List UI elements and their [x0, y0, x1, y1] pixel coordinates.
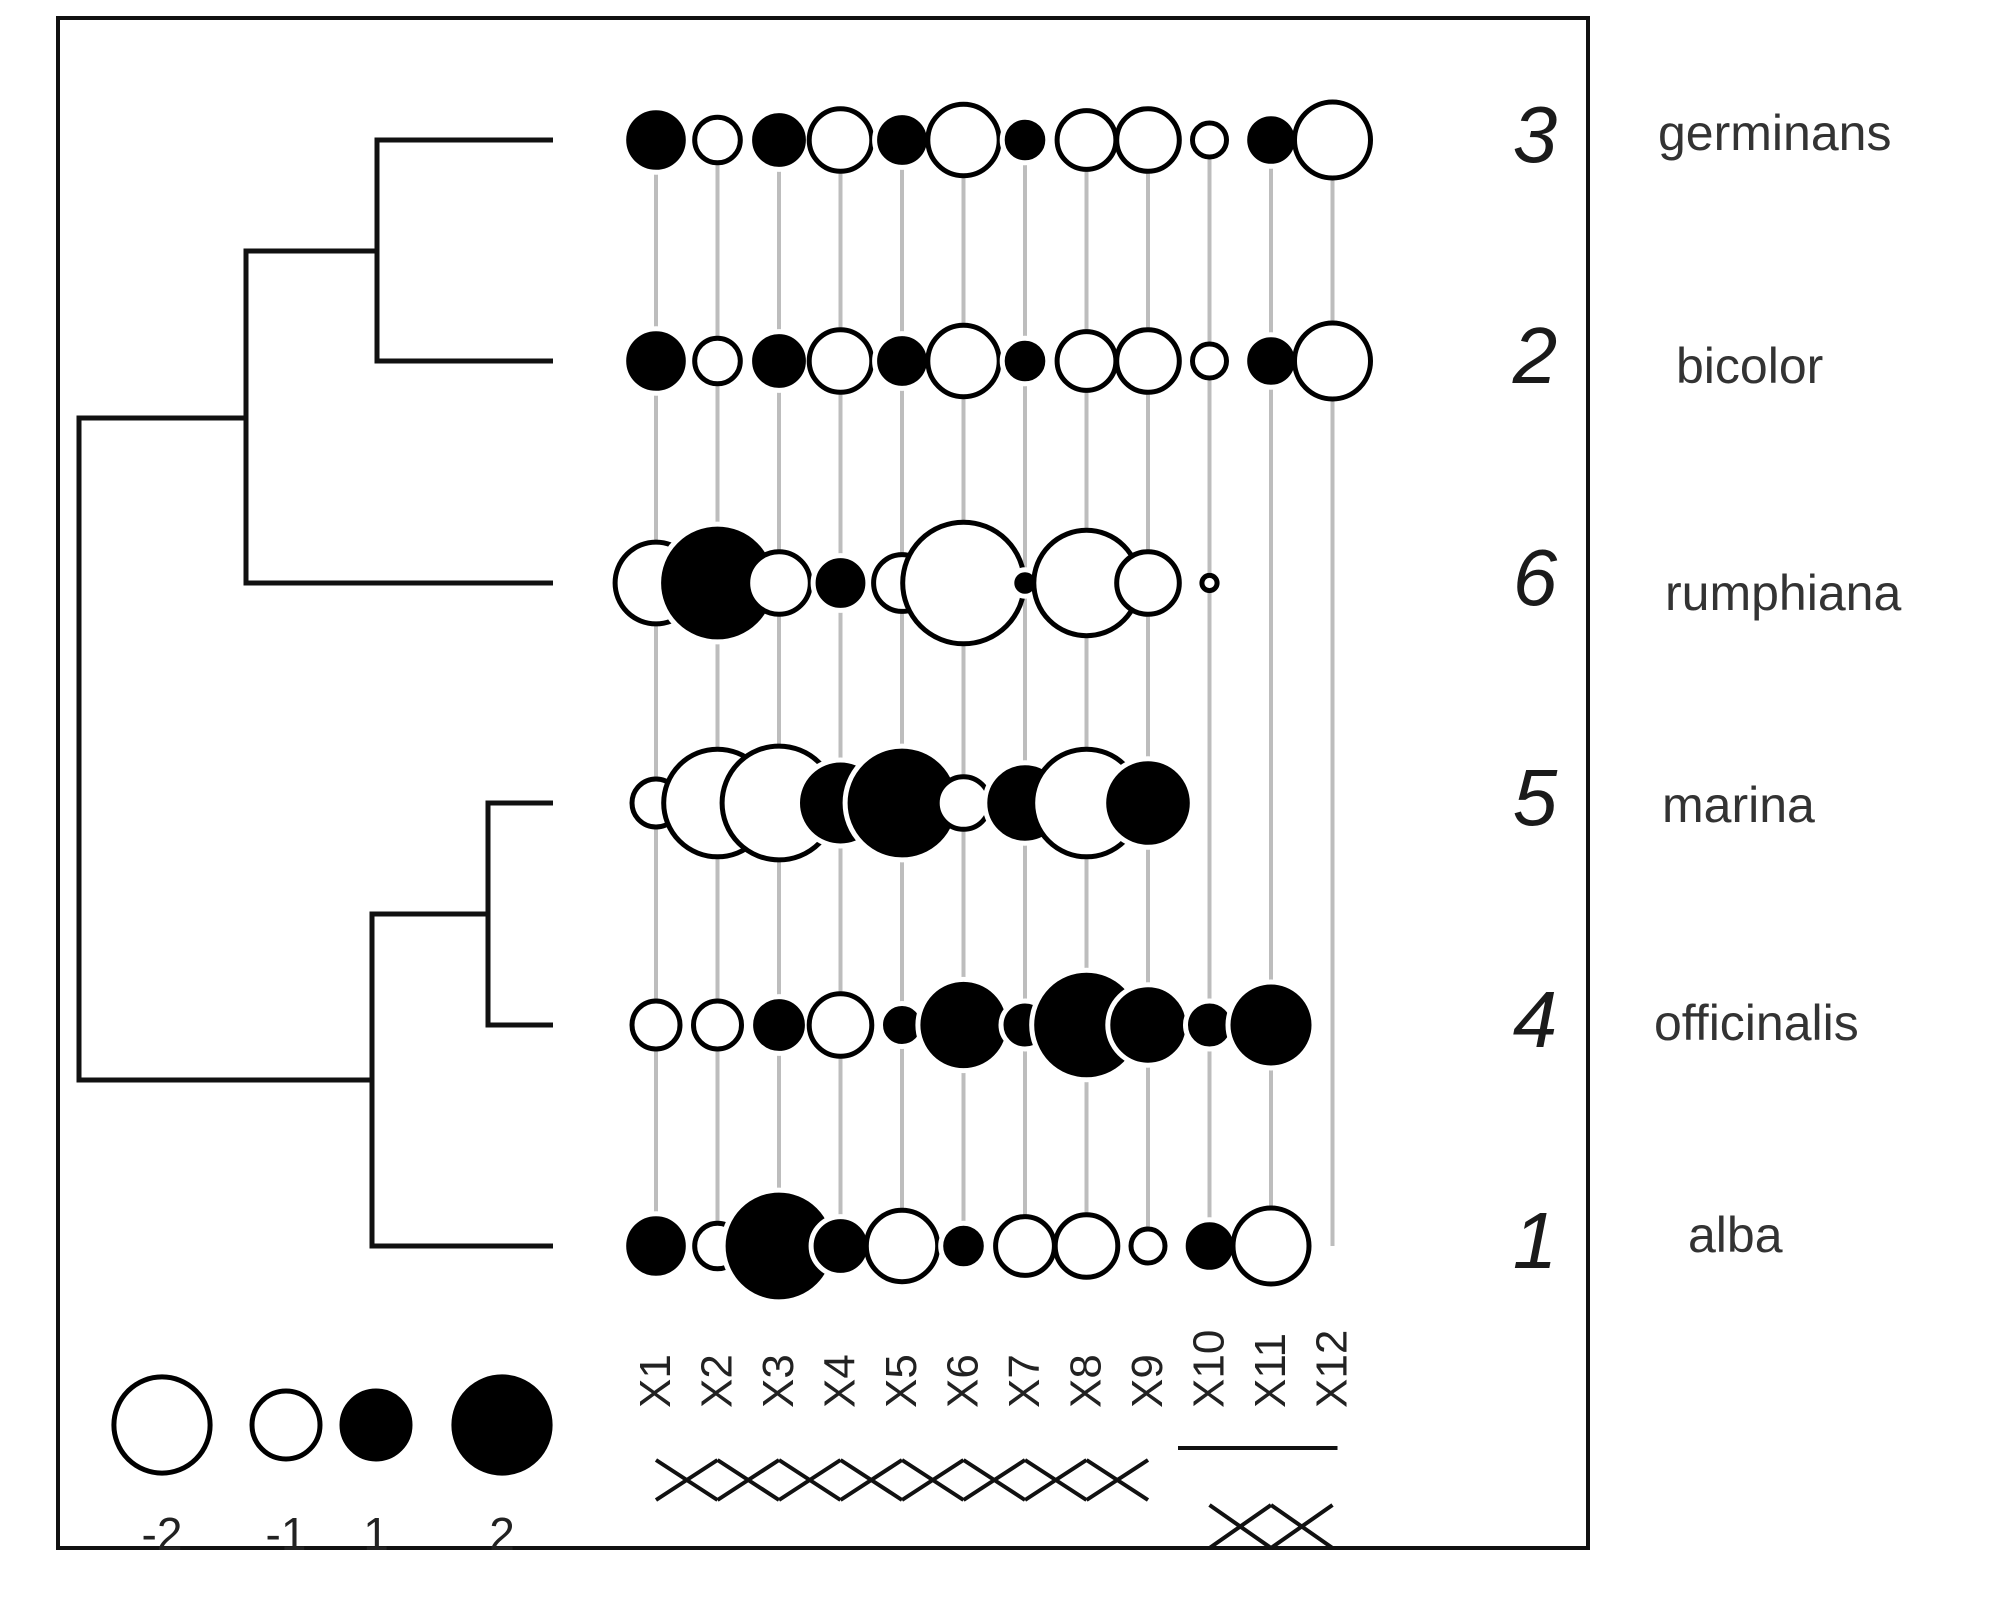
- bubble-marina-6: [934, 774, 993, 832]
- variable-label-3: X3: [754, 1354, 803, 1408]
- variable-label-5: X5: [877, 1354, 926, 1408]
- dendrogram: [76, 137, 553, 1249]
- bubble-officinalis-11: [1225, 979, 1317, 1071]
- dendrogram-branch-3-2: [374, 137, 553, 364]
- dendrogram-root: [76, 415, 372, 1083]
- bubble-rumphiana-3: [745, 549, 813, 617]
- bubble-germinans-9: [1114, 106, 1182, 174]
- variable-label-9: X9: [1123, 1354, 1172, 1408]
- legend-bubble-3: [339, 1388, 413, 1462]
- bubble-alba-10: [1180, 1217, 1239, 1275]
- species-labels: germinans bicolor rumphiana marina offic…: [1654, 105, 1901, 1263]
- cluster-label-2: 2: [1512, 311, 1558, 400]
- variable-connectors: [654, 1446, 1338, 1550]
- bubble-alba-7: [993, 1214, 1057, 1278]
- species-label-germinans: germinans: [1658, 105, 1891, 161]
- bubble-germinans-8: [1054, 108, 1119, 172]
- bubble-alba-8: [1052, 1212, 1121, 1280]
- bubble-germinans-5: [872, 110, 932, 170]
- bubble-alba-11: [1230, 1205, 1312, 1287]
- cluster-label-1: 1: [1513, 1196, 1558, 1285]
- legend-bubble-1: [111, 1374, 213, 1476]
- legend-bubble-2: [249, 1388, 323, 1462]
- bubble-bicolor-3: [747, 329, 811, 393]
- bubble-marina-9: [1101, 756, 1195, 850]
- bubble-bicolor-7: [999, 335, 1051, 387]
- dendrogram-branch-32-6: [243, 248, 553, 586]
- bubble-bicolor-12: [1292, 320, 1373, 402]
- legend-bubble-4: [451, 1374, 553, 1476]
- bubble-matrix: [612, 99, 1373, 1305]
- bubble-bicolor-2: [692, 335, 743, 387]
- legend-label-4: 2: [489, 1508, 515, 1560]
- bubble-germinans-11: [1242, 111, 1300, 169]
- bubble-officinalis-1: [629, 998, 683, 1052]
- bubble-germinans-6: [925, 101, 1002, 179]
- bubble-bicolor-11: [1242, 332, 1300, 390]
- dendrogram-branch-54-1: [369, 911, 553, 1249]
- bubble-alba-4: [808, 1214, 873, 1278]
- bubble-officinalis-9: [1105, 982, 1191, 1068]
- variable-label-10: X10: [1185, 1330, 1234, 1408]
- bubble-alba-9: [1128, 1226, 1168, 1266]
- variable-label-2: X2: [693, 1354, 742, 1408]
- bubble-germinans-3: [747, 108, 811, 172]
- bubble-germinans-1: [621, 105, 691, 175]
- species-label-alba: alba: [1688, 1207, 1783, 1263]
- bubble-germinans-10: [1190, 120, 1229, 160]
- bubble-bicolor-8: [1054, 329, 1119, 393]
- bubble-alba-1: [621, 1211, 691, 1281]
- variable-label-11: X11: [1246, 1333, 1295, 1408]
- species-label-bicolor: bicolor: [1676, 338, 1823, 394]
- variable-grid-lines: [654, 140, 1335, 1246]
- bubble-alba-5: [863, 1207, 941, 1285]
- variable-label-6: X6: [939, 1354, 988, 1408]
- bubble-germinans-2: [692, 114, 743, 166]
- bubble-bicolor-1: [621, 326, 691, 396]
- bubble-bicolor-10: [1190, 341, 1229, 381]
- legend-label-2: -1: [266, 1508, 307, 1560]
- species-label-officinalis: officinalis: [1654, 995, 1859, 1051]
- size-legend: -2 -1 1 2: [111, 1374, 553, 1560]
- bubble-officinalis-6: [915, 976, 1012, 1074]
- bubble-alba-6: [938, 1220, 989, 1272]
- variable-label-12: X12: [1308, 1330, 1357, 1408]
- legend-label-1: -2: [142, 1508, 183, 1560]
- bubble-rumphiana-10: [1199, 572, 1220, 594]
- bubble-germinans-4: [806, 106, 875, 174]
- dendrogram-branch-5-4: [485, 800, 553, 1028]
- bubble-officinalis-2: [691, 998, 744, 1052]
- bubble-bicolor-5: [872, 331, 932, 391]
- bubble-rumphiana-4: [810, 553, 871, 613]
- variable-label-4: X4: [816, 1354, 865, 1408]
- bubble-rumphiana-9: [1114, 549, 1182, 617]
- legend-label-3: 1: [363, 1508, 389, 1560]
- species-label-marina: marina: [1662, 777, 1815, 833]
- bubble-bicolor-6: [925, 322, 1002, 400]
- cluster-label-4: 4: [1513, 975, 1558, 1064]
- bubble-officinalis-3: [748, 994, 810, 1056]
- bubble-bicolor-4: [806, 327, 875, 395]
- bubble-germinans-7: [999, 114, 1051, 166]
- bubble-germinans-12: [1292, 99, 1373, 181]
- cluster-label-5: 5: [1513, 753, 1558, 842]
- species-label-rumphiana: rumphiana: [1665, 565, 1901, 621]
- bubble-bicolor-9: [1114, 327, 1182, 395]
- cluster-label-3: 3: [1513, 90, 1558, 179]
- plot-frame: [56, 16, 1590, 1550]
- variable-label-7: X7: [1000, 1354, 1049, 1408]
- variable-label-8: X8: [1062, 1354, 1111, 1408]
- cluster-label-6: 6: [1513, 533, 1558, 622]
- variable-label-1: X1: [631, 1354, 680, 1408]
- bubble-officinalis-4: [806, 991, 875, 1059]
- cluster-labels: 3 2 6 5 4 1: [1512, 90, 1558, 1285]
- bubble-rumphiana-6: [900, 519, 1027, 647]
